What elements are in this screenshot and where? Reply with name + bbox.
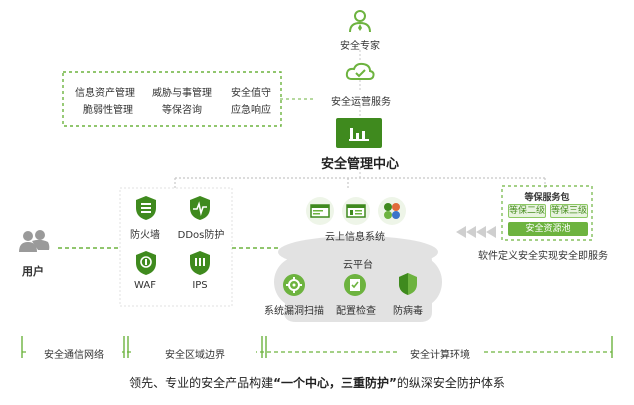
firewall-icon [134,195,158,221]
ips-label: IPS [192,280,208,291]
document-icon [342,197,370,225]
platform-item: 配置检查 [336,306,376,317]
footer-prefix: 领先、专业的安全产品构建 [129,376,274,390]
firewall-label: 防火墙 [130,230,160,241]
user-label: 用户 [22,265,44,278]
waf-label: WAF [134,280,156,291]
zone-boundary-label: 安全区域边界 [134,346,256,361]
footer-caption: 领先、专业的安全产品构建“一个中心，三重防护”的纵深安全防护体系 [0,374,634,391]
antivirus-icon [398,272,418,296]
vulnerability-scan-icon [283,274,305,296]
ips-icon [188,250,212,276]
ddos-icon [188,195,212,221]
management-center-icon [336,118,382,148]
package-caption: 软件定义安全实现安全即服务 [478,251,608,262]
user-icon [18,228,50,254]
cloud-service-icon [344,61,376,83]
cloud-info-label: 云上信息系统 [325,232,385,243]
waf-icon [134,250,158,276]
ddos-label: DDos防护 [177,230,225,241]
expert-icon [347,8,373,34]
package-title: 等保服务包 [524,193,570,203]
level3-badge: 等保三级 [550,204,588,218]
service-item: 威胁与事管理 [152,88,212,99]
service-item: 安全值守 [231,88,271,99]
service-item: 等保咨询 [162,105,202,116]
footer-highlight: “一个中心，三重防护” [273,376,397,390]
level2-badge: 等保二级 [508,204,546,218]
service-item: 应急响应 [231,105,271,116]
expert-label: 安全专家 [340,41,380,52]
security-ops-label: 安全运营服务 [331,97,391,108]
resource-pool-badge: 安全资源池 [508,222,588,236]
apps-icon [378,197,406,225]
cloud-platform-title: 云平台 [343,260,373,271]
management-center-title: 安全管理中心 [320,157,399,172]
service-item: 脆弱性管理 [83,105,133,116]
monitor-icon [306,197,334,225]
footer-suffix: 的纵深安全防护体系 [396,376,505,390]
platform-item: 防病毒 [393,306,423,317]
zone-compute-label: 安全计算环境 [399,346,481,361]
zone-network-label: 安全通信网络 [26,346,122,361]
platform-item: 系统漏洞扫描 [264,306,324,317]
service-item: 信息资产管理 [75,88,135,99]
config-check-icon [344,274,366,296]
